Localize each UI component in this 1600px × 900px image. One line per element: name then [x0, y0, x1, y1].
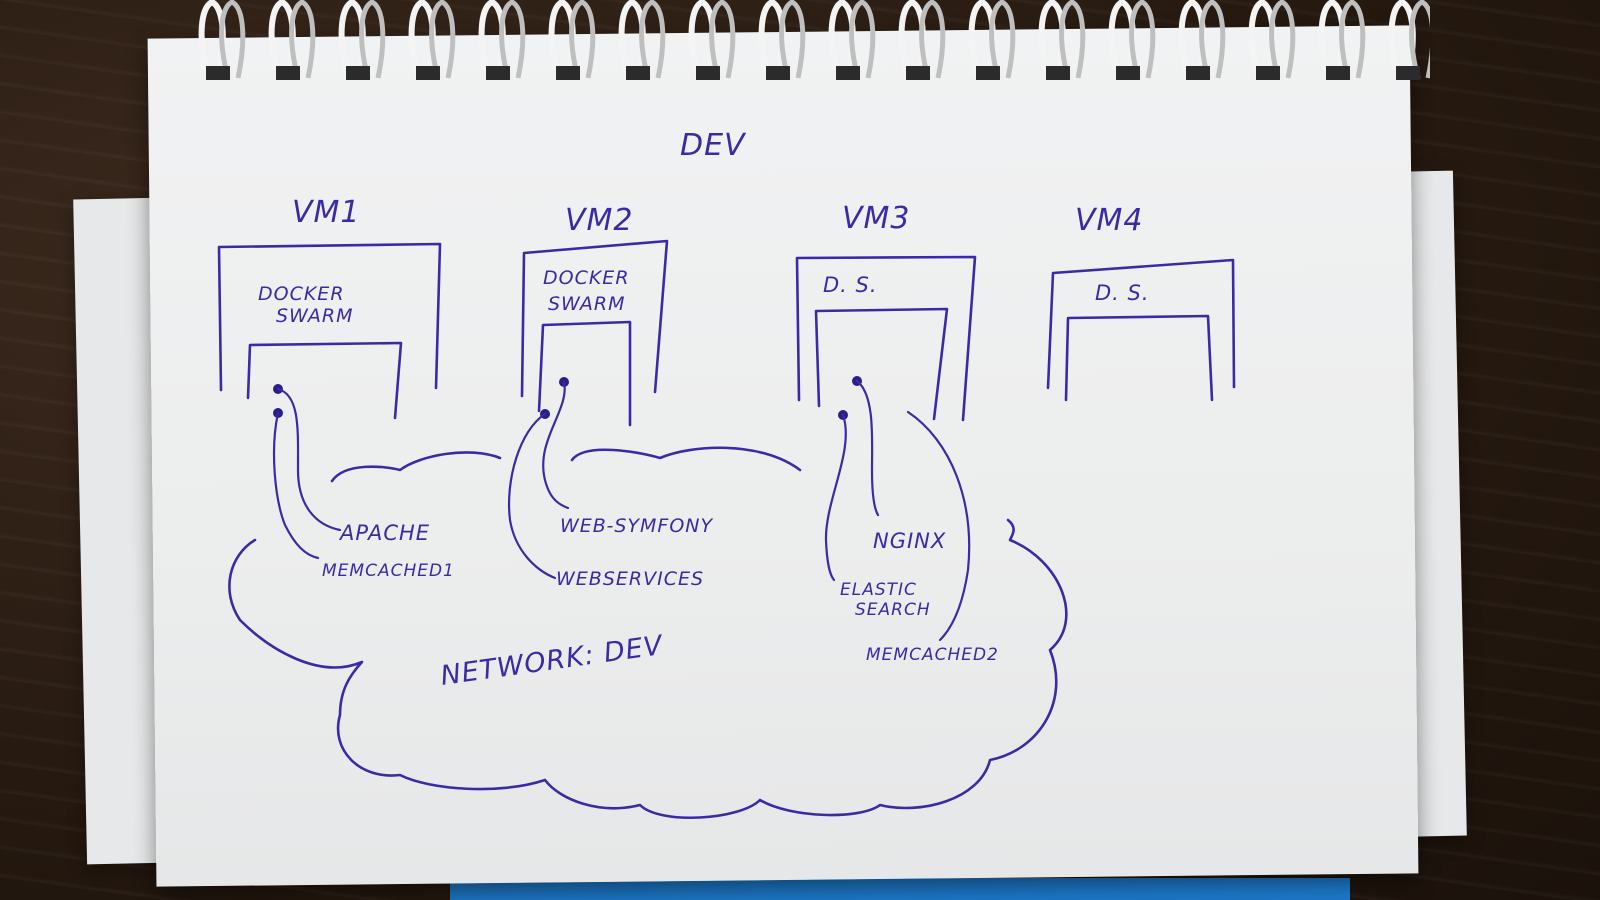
spiral-ring: [219, 0, 246, 79]
binding-hole: [486, 66, 510, 80]
binding-hole: [556, 66, 580, 80]
spiral-ring: [709, 0, 736, 79]
spiral-binding: [198, 0, 1430, 80]
binding-hole: [1256, 66, 1280, 80]
service-nginx: NGINX: [873, 529, 946, 553]
binding-hole: [976, 66, 1000, 80]
notebook-cover: [450, 878, 1350, 900]
vm2-container-box: [537, 320, 632, 427]
vm1-host-label-line2: SWARM: [276, 305, 354, 327]
spiral-ring: [569, 0, 596, 79]
binding-hole: [696, 66, 720, 80]
binding-hole: [1326, 66, 1350, 80]
spiral-ring: [1269, 0, 1296, 79]
network-cloud: [228, 446, 1068, 820]
vm1-apache-link: [276, 387, 342, 532]
binding-hole: [1116, 66, 1140, 80]
vm2-host-label: DOCKER: [543, 267, 630, 289]
binding-hole: [1186, 66, 1210, 80]
spiral-ring: [289, 0, 316, 79]
vm4-label: VM4: [1075, 203, 1144, 238]
spiral-ring: [639, 0, 666, 79]
vm3-box: [795, 255, 977, 422]
binding-hole: [836, 66, 860, 80]
vm1-host-label: DOCKER: [258, 283, 345, 305]
vm1-memcached-link: [272, 411, 320, 560]
binding-hole: [1046, 66, 1070, 80]
network-label: NETWORK: DEV: [439, 630, 667, 692]
vm3-elastic-link: [824, 413, 847, 582]
vm3-host-label: D. S.: [823, 273, 878, 297]
binding-hole: [346, 66, 370, 80]
vm4-container-box: [1064, 314, 1214, 402]
binding-hole: [626, 66, 650, 80]
vm1-label: VM1: [292, 195, 361, 230]
vm4-box: [1046, 258, 1236, 390]
spiral-ring: [779, 0, 806, 79]
spiral-ring: [1339, 0, 1366, 79]
vm2-webservices-link: [508, 412, 557, 580]
vm4-host-label: D. S.: [1095, 281, 1150, 305]
binding-hole: [1396, 66, 1420, 80]
vm1-box: [217, 242, 442, 392]
binding-hole: [766, 66, 790, 80]
spiral-ring: [359, 0, 386, 79]
spiral-ring: [1059, 0, 1086, 79]
spiral-ring: [919, 0, 946, 79]
vm3-label: VM3: [842, 201, 911, 236]
spiral-ring: [1409, 0, 1430, 79]
spiral-ring: [849, 0, 876, 79]
spiral-ring: [989, 0, 1016, 79]
spiral-ring: [1199, 0, 1226, 79]
vm2-host-label-line2: SWARM: [548, 293, 626, 315]
binding-hole: [206, 66, 230, 80]
binding-hole: [276, 66, 300, 80]
vm3-memcached2-link: [906, 410, 971, 642]
service-memcached2: MEMCACHED2: [866, 645, 999, 665]
vm2-web-symfony-link: [542, 380, 570, 510]
vm2-box: [520, 239, 669, 398]
spiral-ring: [429, 0, 456, 79]
diagram-title: DEV: [680, 128, 747, 163]
binding-hole: [416, 66, 440, 80]
service-search: SEARCH: [855, 600, 931, 620]
binding-hole: [906, 66, 930, 80]
service-elastic: ELASTIC: [840, 580, 917, 600]
service-webservices: WEBSERVICES: [556, 568, 704, 590]
vm1-container-box: [246, 341, 403, 420]
service-web-symfony: WEB-SYMFONY: [560, 515, 714, 537]
service-apache: APACHE: [338, 521, 430, 545]
vm3-nginx-link: [855, 379, 880, 517]
spiral-ring: [499, 0, 526, 79]
vm2-label: VM2: [565, 203, 634, 238]
spiral-ring: [1129, 0, 1156, 79]
vm3-container-box: [814, 307, 949, 421]
service-memcached1: MEMCACHED1: [322, 561, 455, 581]
